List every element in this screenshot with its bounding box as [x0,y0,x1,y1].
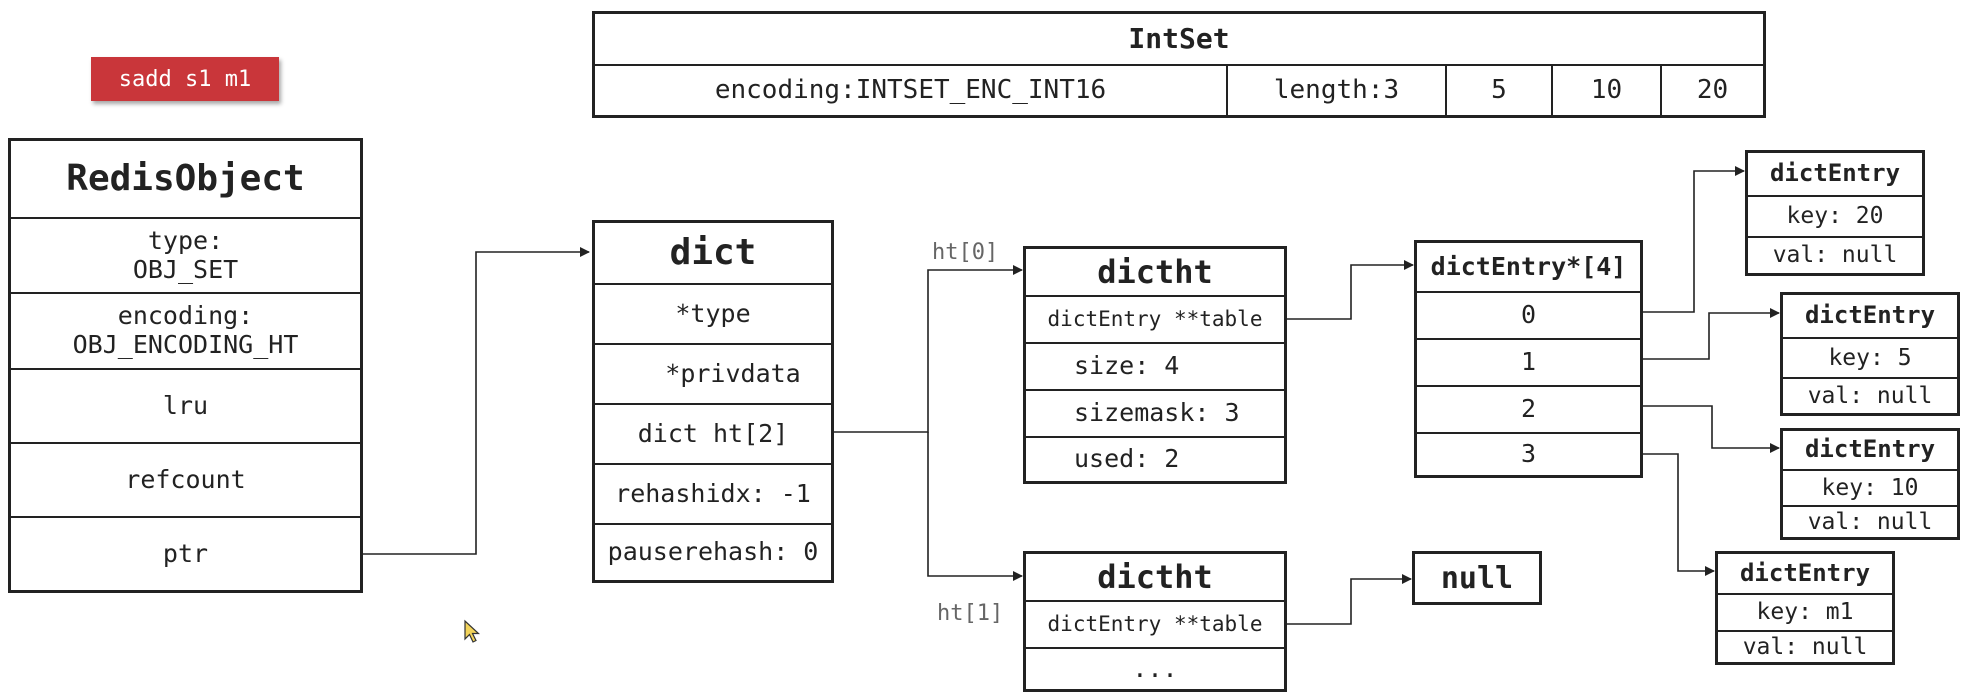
intset-length: length:3 [1226,66,1445,115]
dict-box: dict *type *privdata dict ht[2] rehashid… [592,220,834,583]
dict-entry-key: key: 10 [1783,469,1957,505]
dictht0-used: used: 2 [1026,436,1284,481]
dictht1-more: ... [1026,647,1284,689]
arrow-bucket3-to-entry [1641,453,1715,576]
bucket-array-box: dictEntry*[4] 0 1 2 3 [1414,240,1643,478]
dictht0-sizemask: sizemask: 3 [1026,389,1284,436]
dict-entry-val: val: null [1748,236,1922,273]
bucket-slot: 3 [1417,432,1640,475]
dict-privdata: *privdata [595,343,831,403]
dict-entry-title: dictEntry [1769,159,1901,188]
intset-value: 10 [1551,66,1660,115]
null-box: null [1412,551,1542,605]
dictht0-box: dictht dictEntry **table size: 4 sizemas… [1023,246,1287,484]
null-label: null [1440,560,1514,596]
dict-entry-box: dictEntry key: 20 val: null [1745,150,1925,276]
dict-title: dict [669,232,757,274]
dict-entry-key: key: 5 [1783,337,1957,377]
arrow-ht-to-dictht1 [927,432,1023,581]
dict-entry-box: dictEntry key: 5 val: null [1780,292,1960,416]
type-value: OBJ_SET [132,254,239,284]
dictht0-size: size: 4 [1026,342,1284,389]
bucket-slot: 2 [1417,385,1640,432]
dictht0-table: dictEntry **table [1026,295,1284,342]
arrow-bucket2-to-entry [1641,405,1780,453]
dict-ht: dict ht[2] [595,403,831,463]
intset-box: IntSet encoding:INTSET_ENC_INT16 length:… [592,11,1766,118]
arrow-ptr-to-dict [361,247,590,555]
dict-entry-val: val: null [1718,630,1892,662]
dict-entry-title: dictEntry [1804,301,1936,330]
dictht1-box: dictht dictEntry **table ... [1023,551,1287,692]
intset-encoding: encoding:INTSET_ENC_INT16 [714,74,1107,105]
dict-type: *type [595,283,831,343]
dict-pauserehash: pauserehash: 0 [595,523,831,580]
command-badge: sadd s1 m1 [91,57,279,101]
dict-entry-key: key: 20 [1748,195,1922,236]
redis-object-ptr: ptr [11,516,360,590]
dictht1-table: dictEntry **table [1026,600,1284,647]
encoding-value: OBJ_ENCODING_HT [72,330,299,359]
dictht0-title: dictht [1097,252,1213,291]
type-label: type: [147,225,224,255]
redis-object-refcount: refcount [11,442,360,516]
arrow-table-to-null [1285,574,1412,625]
redis-object-title: RedisObject [66,158,305,200]
bucket-array-title: dictEntry*[4] [1430,251,1627,281]
dict-entry-title: dictEntry [1739,558,1871,587]
dict-entry-val: val: null [1783,377,1957,413]
intset-title: IntSet [1128,21,1230,55]
dict-entry-box: dictEntry key: m1 val: null [1715,551,1895,665]
mouse-cursor-icon [464,619,481,643]
dict-rehashidx: rehashidx: -1 [595,463,831,523]
encoding-label: encoding: [117,301,254,331]
dict-entry-val: val: null [1783,505,1957,537]
arrow-ht-to-dictht0 [833,265,1023,433]
intset-value: 20 [1660,66,1763,115]
redis-object-encoding: encoding: OBJ_ENCODING_HT [11,292,360,368]
arrow-bucket0-to-entry [1641,166,1745,313]
bucket-slot: 0 [1417,291,1640,338]
dictht1-title: dictht [1097,557,1213,596]
arrow-bucket1-to-entry [1641,308,1780,360]
redis-object-lru: lru [11,368,360,442]
redis-object-type: type: OBJ_SET [11,217,360,292]
redis-object-box: RedisObject type: OBJ_SET encoding: OBJ_… [8,138,363,593]
dict-entry-key: key: m1 [1718,593,1892,630]
intset-fields: encoding:INTSET_ENC_INT16 length:3 5 10 … [595,64,1763,115]
bucket-slot: 1 [1417,338,1640,385]
intset-value: 5 [1445,66,1551,115]
ht0-label: ht[0] [932,240,999,265]
ht1-label: ht[1] [937,601,1004,626]
dict-entry-title: dictEntry [1804,435,1936,464]
arrow-table-to-buckets [1285,260,1414,320]
dict-entry-box: dictEntry key: 10 val: null [1780,428,1960,540]
